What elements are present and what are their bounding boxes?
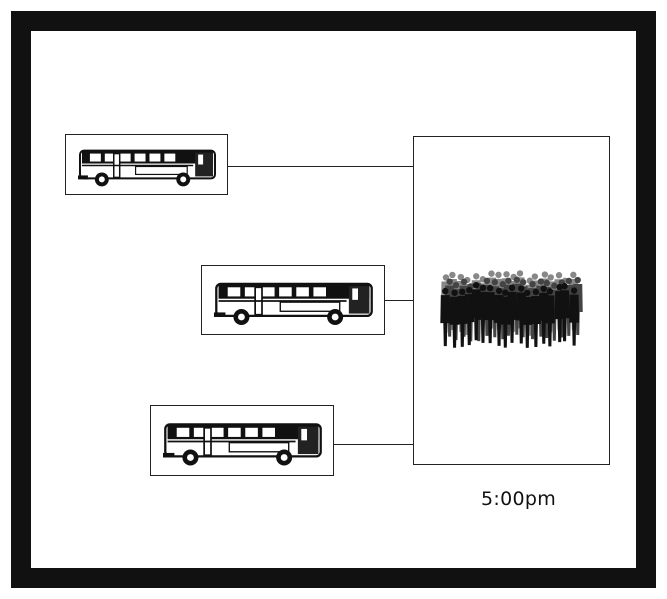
connector-line-2 bbox=[385, 300, 413, 301]
time-label: 5:00pm bbox=[481, 488, 556, 510]
crowd-node bbox=[413, 136, 610, 465]
bus-icon bbox=[202, 266, 386, 336]
crowd-icon bbox=[414, 137, 611, 466]
connector-line-3 bbox=[334, 444, 413, 445]
bus-icon bbox=[66, 135, 229, 196]
bus-icon bbox=[151, 406, 335, 477]
bus-node-1 bbox=[65, 134, 228, 195]
bus-node-2 bbox=[201, 265, 385, 335]
connector-line-1 bbox=[228, 166, 413, 167]
bus-node-3 bbox=[150, 405, 334, 476]
